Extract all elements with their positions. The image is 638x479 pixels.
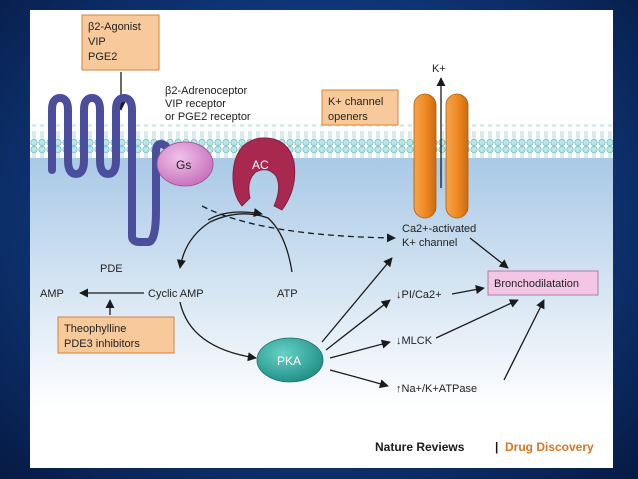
atp-label: ATP xyxy=(277,288,298,300)
na-k-to-bronchodilatation-arrow xyxy=(503,299,545,381)
k-ion-label: K+ xyxy=(432,63,446,75)
k-opener-box: K+ channel openers xyxy=(321,89,399,126)
agonist-box: β2-Agonist VIP PGE2 xyxy=(81,14,160,71)
theophylline-box: Theophylline PDE3 inhibitors xyxy=(57,316,175,354)
mlck-label: ↓MLCK xyxy=(396,335,433,347)
bronchodilatation-box: Bronchodilatation xyxy=(487,270,599,296)
journal-name: Nature Reviews xyxy=(375,440,465,454)
pi-ca-label: ↓PI/Ca2+ xyxy=(396,289,442,301)
camp-to-pka-arrow xyxy=(179,301,257,362)
pi-ca-to-bronchodilatation-arrow xyxy=(451,285,485,295)
pka-to-mlck-arrow xyxy=(329,339,391,359)
ac-label: AC xyxy=(252,158,269,172)
pka-to-pi-ca-arrow xyxy=(325,299,391,351)
pka-enzyme: PKA xyxy=(256,337,324,383)
cyclic-amp-label: Cyclic AMP xyxy=(148,288,204,300)
journal-separator: | xyxy=(495,440,498,454)
pde-label: PDE xyxy=(100,263,123,275)
adenylyl-cyclase: AC xyxy=(232,137,296,211)
theophylline-line1: Theophylline xyxy=(64,323,126,335)
signaling-diagram: β2-Agonist VIP PGE2 β2-Adrenoceptor VIP … xyxy=(30,14,613,454)
amp-label: AMP xyxy=(40,288,64,300)
ca-channel-line1: Ca2+-activated xyxy=(402,223,476,235)
agonist-line3: PGE2 xyxy=(88,51,117,63)
ac-activation-arrow xyxy=(207,208,263,221)
gs-protein: Gs xyxy=(156,141,214,187)
gs-to-ca-channel-arrow xyxy=(201,205,396,243)
journal-credit: Nature Reviews | Drug Discovery xyxy=(375,440,594,454)
gs-label: Gs xyxy=(176,158,191,172)
receptor-line2: VIP receptor xyxy=(165,98,226,110)
cell-membrane xyxy=(30,124,613,158)
receptor-line3: or PGE2 receptor xyxy=(165,111,251,123)
ca-channel-to-bronchodilatation-arrow xyxy=(469,237,509,269)
mlck-to-bronchodilatation-arrow xyxy=(435,299,519,339)
ca-channel-line2: K+ channel xyxy=(402,237,457,249)
figure-panel: β2-Agonist VIP PGE2 β2-Adrenoceptor VIP … xyxy=(30,10,613,468)
atp-to-camp-arrow xyxy=(176,213,293,273)
pka-to-na-k-arrow xyxy=(329,369,389,389)
k-channel xyxy=(413,93,469,219)
theophylline-line2: PDE3 inhibitors xyxy=(64,338,140,350)
gpcr-receptor xyxy=(48,94,170,246)
receptor-line1: β2-Adrenoceptor xyxy=(165,85,247,97)
journal-section: Drug Discovery xyxy=(505,440,594,454)
agonist-line2: VIP xyxy=(88,36,106,48)
k-opener-line2: openers xyxy=(328,111,368,123)
agonist-line1: β2-Agonist xyxy=(88,21,141,33)
pka-to-ca-channel-arrow xyxy=(321,257,393,343)
bronchodilatation-label: Bronchodilatation xyxy=(494,278,579,290)
na-k-atpase-label: ↑Na+/K+ATPase xyxy=(396,383,477,395)
receptor-label: β2-Adrenoceptor VIP receptor or PGE2 rec… xyxy=(165,85,251,123)
pka-label: PKA xyxy=(277,354,301,368)
k-opener-line1: K+ channel xyxy=(328,96,383,108)
